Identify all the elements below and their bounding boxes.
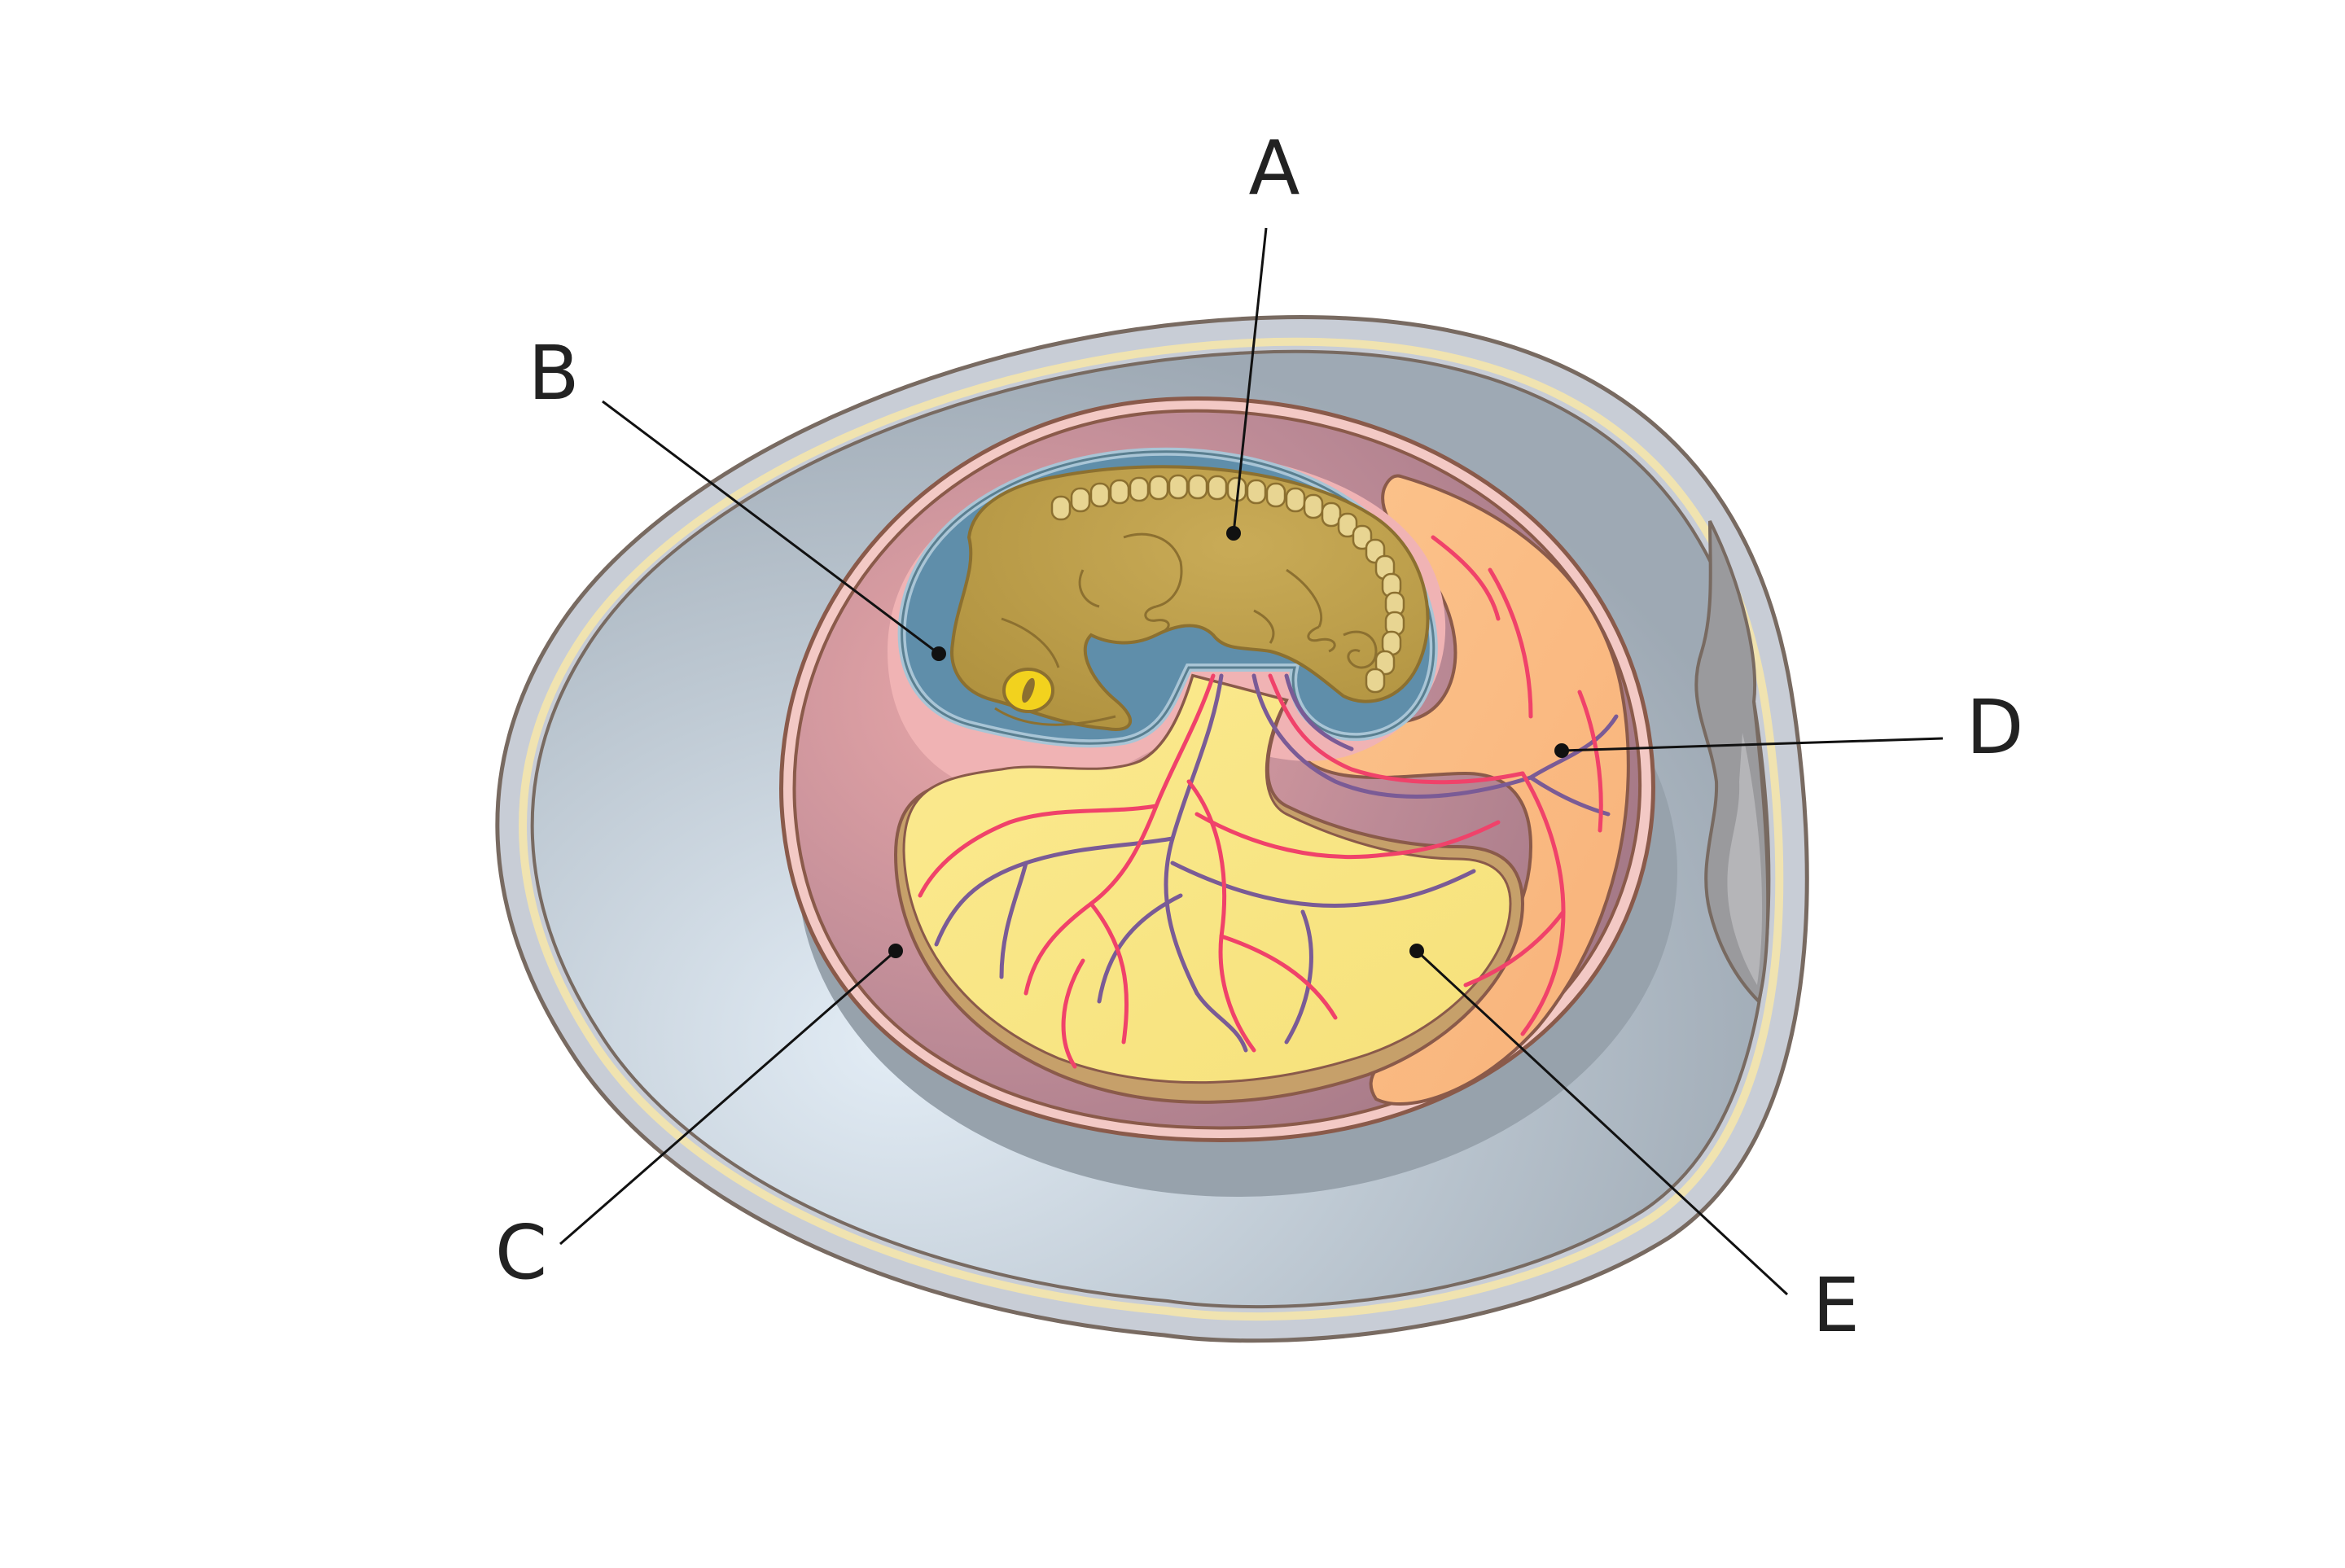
labels: A B C D E xyxy=(495,125,2024,1349)
embryo xyxy=(950,465,1430,731)
pointer-dot-d xyxy=(1554,743,1569,758)
pointer-line-c xyxy=(559,949,896,1246)
pointer-line-d xyxy=(1561,737,1944,752)
pointer-line-a xyxy=(1232,227,1268,534)
air-cell-inner xyxy=(1727,733,1763,985)
embryo-mouth xyxy=(994,707,1116,726)
label-a: A xyxy=(1249,125,1300,212)
pointer-dot-c xyxy=(888,944,903,958)
arteries xyxy=(918,535,1603,1069)
embryo-vertebrae xyxy=(1050,474,1405,694)
pointer-dots xyxy=(888,526,1569,958)
embryo-pupil xyxy=(1022,677,1035,703)
embryo-details xyxy=(1001,532,1378,669)
label-e: E xyxy=(1812,1262,1860,1349)
veins xyxy=(934,673,1619,1053)
label-b: B xyxy=(528,330,579,417)
pointer-dot-a xyxy=(1226,526,1241,541)
pointer-line-b xyxy=(602,400,940,655)
shell-membrane xyxy=(519,337,1784,1321)
pointer-dot-e xyxy=(1409,944,1424,958)
label-d: D xyxy=(1966,684,2024,771)
pointer-dot-b xyxy=(931,646,946,661)
allantois xyxy=(1285,474,1630,1106)
pointer-lines xyxy=(559,227,1944,1296)
label-c: C xyxy=(495,1209,547,1296)
pointer-line-e xyxy=(1415,949,1789,1296)
